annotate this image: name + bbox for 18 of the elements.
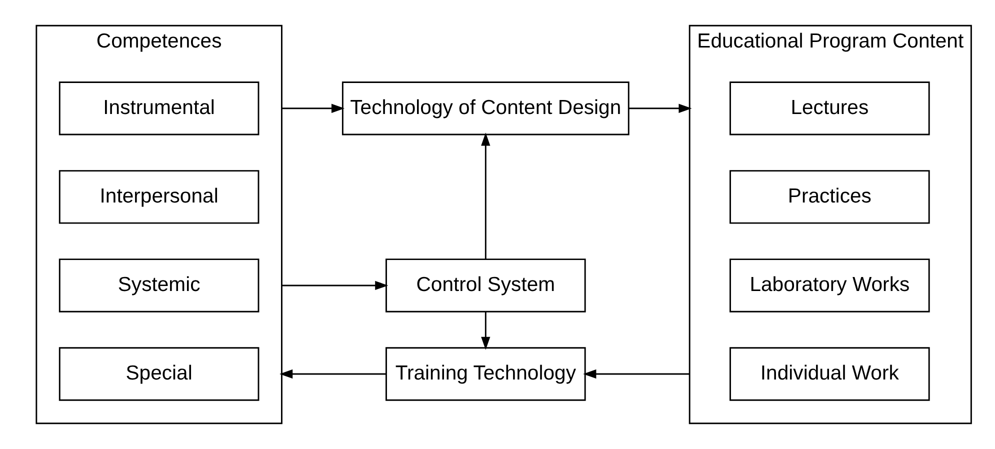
node-box: Practices: [729, 170, 930, 224]
arrow: [281, 104, 344, 113]
node-box: Systemic: [58, 258, 259, 312]
node-box: Technology of Content Design: [341, 82, 629, 136]
node-box: Instrumental: [58, 82, 259, 136]
arrow: [279, 369, 386, 379]
arrow: [480, 312, 490, 350]
node-box: Training Technology: [385, 347, 586, 401]
node-box: Interpersonal: [58, 170, 259, 224]
arrow: [281, 280, 388, 290]
node-box: Individual Work: [729, 347, 930, 401]
arrow: [582, 369, 690, 379]
node-box: Control System: [385, 258, 586, 312]
arrow: [480, 132, 490, 260]
node-box: Lectures: [729, 82, 930, 136]
node-box: Laboratory Works: [729, 258, 930, 312]
node-box: Special: [58, 347, 259, 401]
arrow: [628, 104, 692, 113]
